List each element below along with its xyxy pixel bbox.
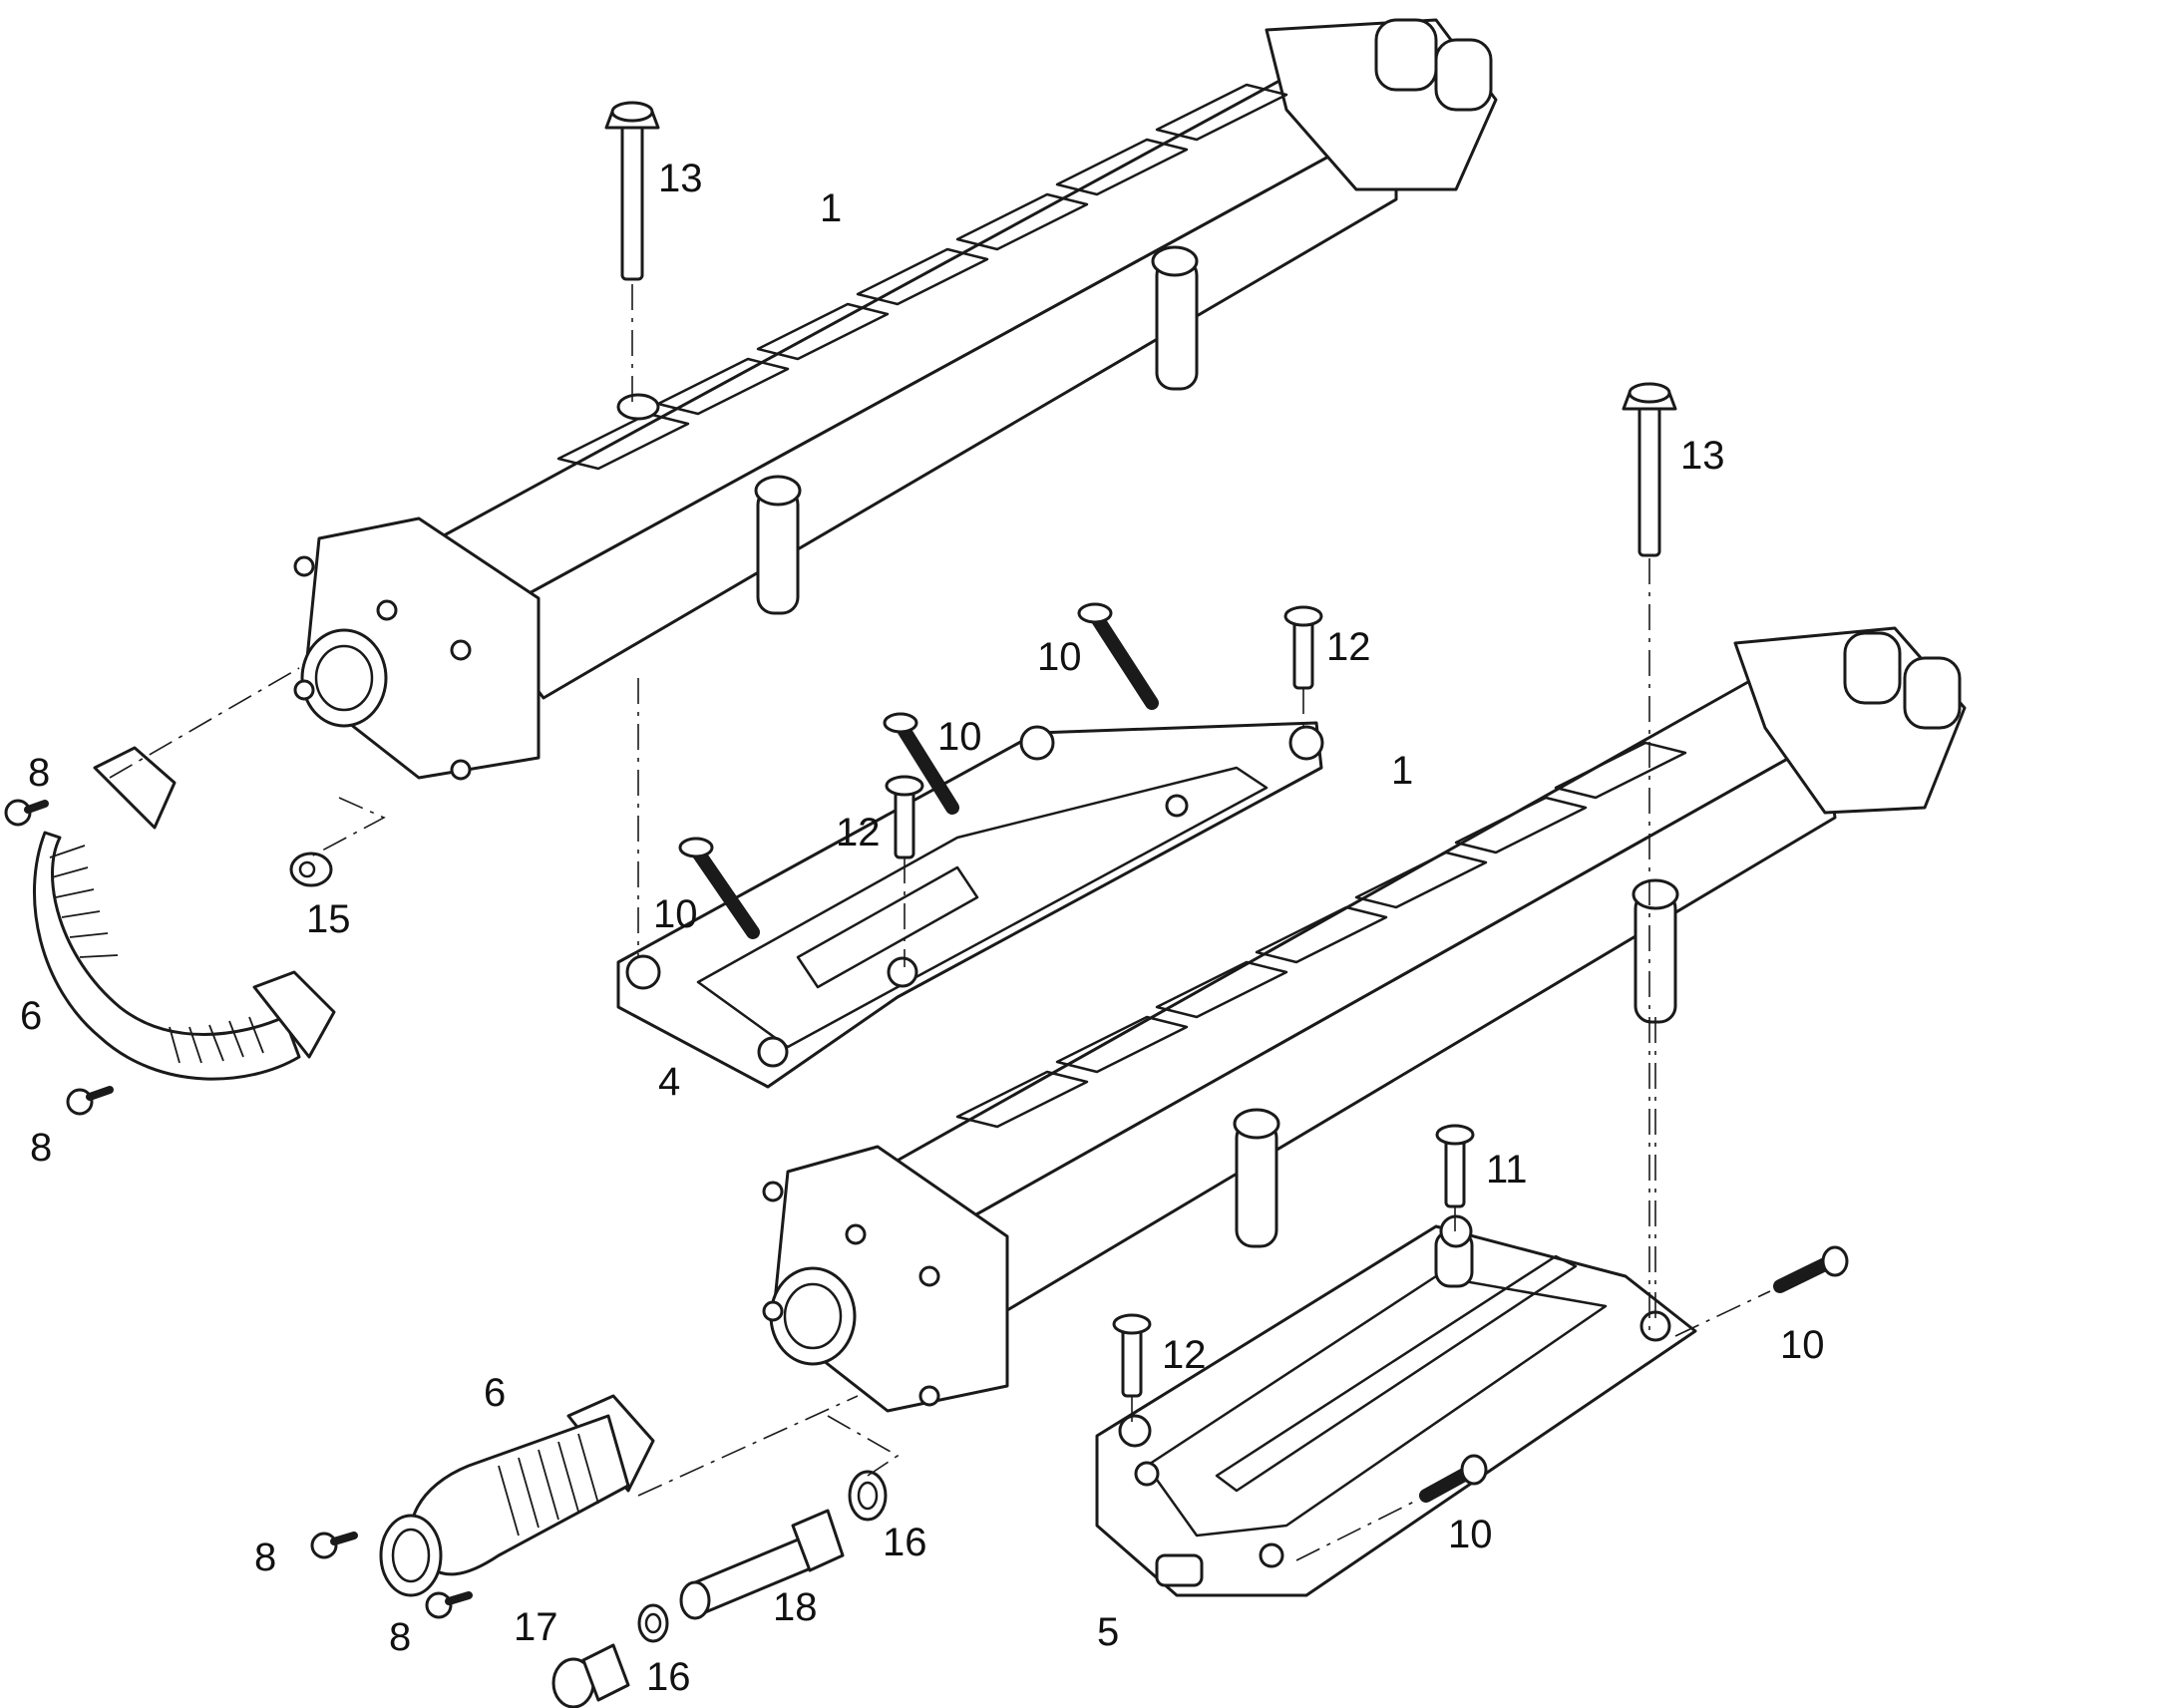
bolt-13-upper xyxy=(604,101,660,281)
assembly-lines xyxy=(109,284,1771,1561)
label-10-a: 10 xyxy=(653,892,698,936)
label-16-b: 16 xyxy=(646,1655,691,1699)
callout-labels: 1 1 4 5 6 6 8 8 8 8 10 10 10 10 10 11 12… xyxy=(20,157,1825,1699)
bolt-10-e xyxy=(1419,1454,1488,1503)
bolt-12-a xyxy=(1283,605,1323,690)
label-13-upper: 13 xyxy=(658,157,703,200)
bolt-10-a xyxy=(678,837,760,939)
label-10-e: 10 xyxy=(1448,1513,1493,1556)
plug-15 xyxy=(289,852,333,887)
bolt-10-d xyxy=(1773,1245,1849,1293)
bracket-5 xyxy=(1095,1214,1697,1597)
bolt-12-c xyxy=(1112,1313,1152,1398)
bracket-4 xyxy=(616,721,1324,1089)
label-6-upper: 6 xyxy=(20,994,42,1038)
bolt-10-c xyxy=(1077,602,1159,710)
label-4: 4 xyxy=(658,1060,680,1104)
egr-pipe-upper xyxy=(33,746,336,1081)
label-1-lower: 1 xyxy=(1391,749,1413,793)
label-15: 15 xyxy=(306,897,351,941)
label-10-c: 10 xyxy=(1037,635,1082,679)
egr-cooler-lower xyxy=(762,626,1967,1413)
egr-pipe-lower xyxy=(379,1394,655,1597)
bolt-11 xyxy=(1435,1124,1475,1208)
bolt-10-b xyxy=(883,712,959,815)
label-16-a: 16 xyxy=(883,1521,927,1564)
label-6-lower: 6 xyxy=(484,1371,506,1415)
label-13-lower: 13 xyxy=(1680,434,1725,478)
label-10-d: 10 xyxy=(1780,1323,1825,1367)
egr-cooler-upper xyxy=(293,18,1498,781)
label-12-c: 12 xyxy=(1162,1333,1207,1377)
label-5: 5 xyxy=(1097,1610,1119,1654)
label-11: 11 xyxy=(1486,1148,1528,1192)
bolt-8-set xyxy=(4,799,473,1619)
bolt-13-lower xyxy=(1622,382,1677,557)
label-8-a: 8 xyxy=(28,751,50,795)
bolt-12-b xyxy=(885,775,924,859)
washer-16 xyxy=(637,1470,888,1643)
label-12-a: 12 xyxy=(1326,625,1371,669)
label-8-b: 8 xyxy=(30,1126,52,1170)
label-1-upper: 1 xyxy=(820,186,842,230)
label-10-b: 10 xyxy=(937,715,982,759)
fitting-17 xyxy=(551,1643,630,1708)
label-8-c: 8 xyxy=(254,1536,276,1579)
label-18: 18 xyxy=(773,1585,818,1629)
pipe-18 xyxy=(679,1509,845,1620)
label-12-b: 12 xyxy=(836,811,881,854)
label-8-d: 8 xyxy=(389,1615,411,1659)
label-17: 17 xyxy=(514,1605,558,1649)
